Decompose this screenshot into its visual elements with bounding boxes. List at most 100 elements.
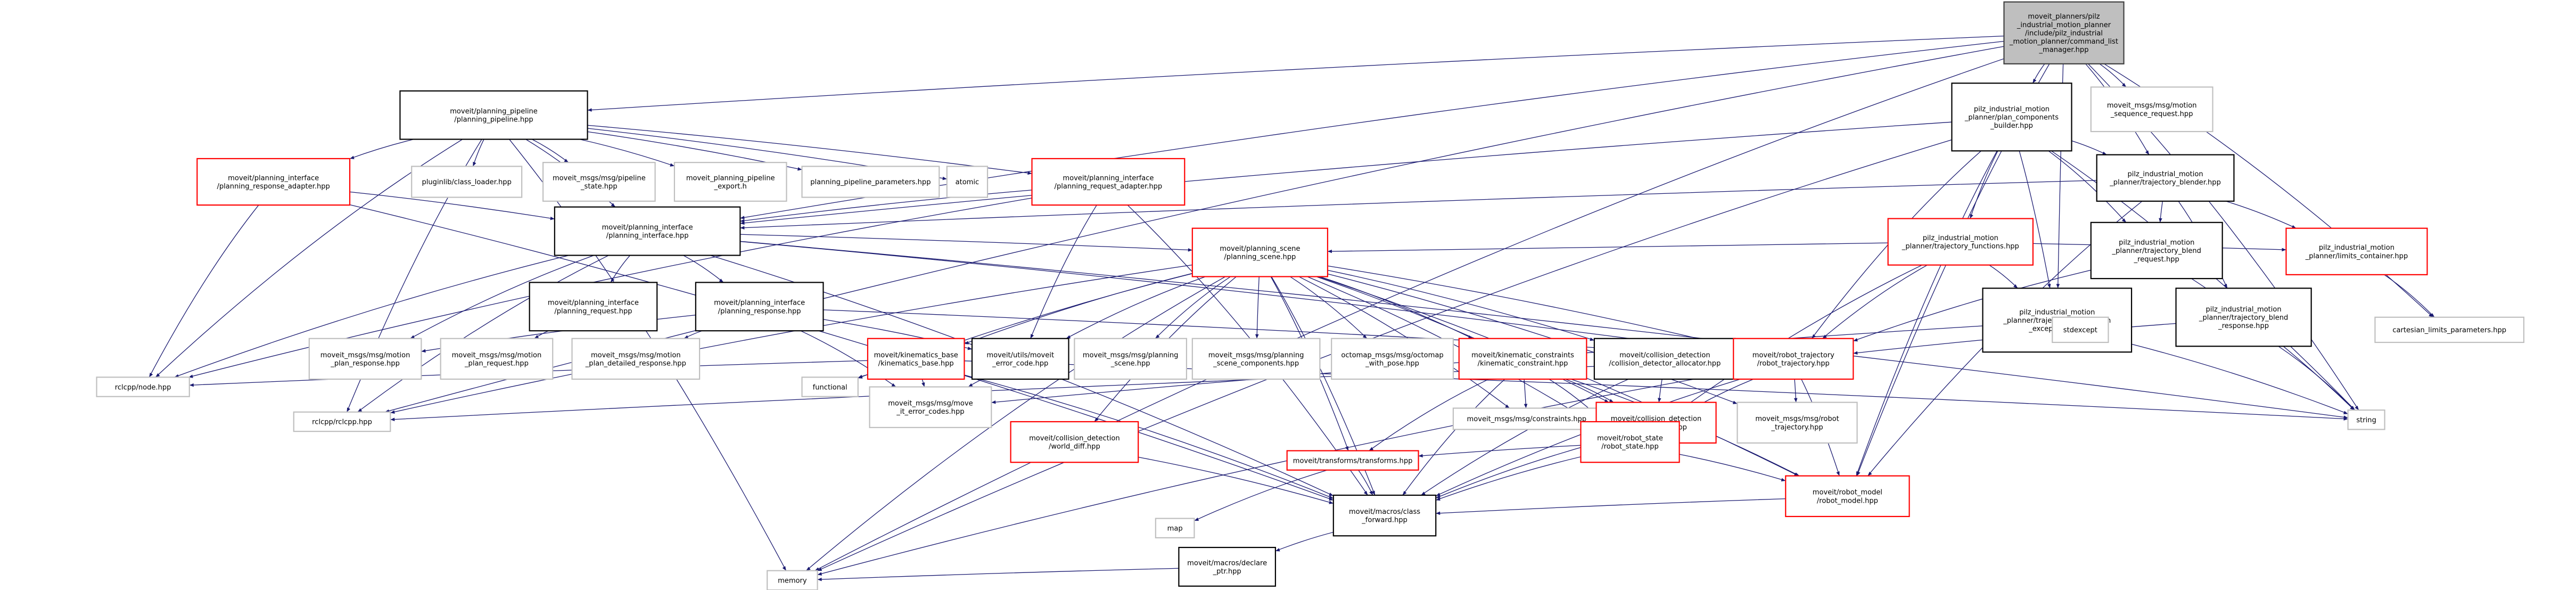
- node-collision-detector-allocator[interactable]: moveit/collision_detection/collision_det…: [1593, 338, 1736, 380]
- node-planning-pipeline[interactable]: moveit/planning_pipeline/planning_pipeli…: [399, 90, 588, 140]
- node-box: [1736, 401, 1858, 444]
- node-label-line: _response.hpp: [2218, 322, 2269, 330]
- node-label-line: moveit/collision_detection: [1029, 435, 1120, 442]
- node-planning-request[interactable]: moveit/planning_interface/planning_reque…: [529, 282, 658, 332]
- node-trajectory-functions[interactable]: pilz_industrial_motion_planner/trajector…: [1887, 218, 2034, 266]
- node-moveit-error-code[interactable]: moveit/utils/moveit_error_code.hpp: [971, 338, 1069, 380]
- edge-response-adapter-to-planning-interface: [349, 191, 555, 219]
- edge-planning-scene-to-collision-env: [1316, 276, 1609, 403]
- arrowhead-icon: [2224, 283, 2227, 289]
- arrowhead-icon: [740, 219, 745, 223]
- arrowhead-icon: [921, 382, 925, 387]
- node-box: [2052, 316, 2109, 343]
- node-label-line: moveit/planning_pipeline: [450, 108, 538, 116]
- node-label-line: /planning_pipeline.hpp: [454, 116, 533, 124]
- arrowhead-icon: [2047, 283, 2051, 289]
- node-label-line: /robot_state.hpp: [1601, 443, 1658, 451]
- node-label-line: _ptr.hpp: [1213, 568, 1241, 576]
- node-transforms[interactable]: moveit/transforms/transforms.hpp: [1286, 450, 1419, 471]
- node-box: [1191, 338, 1321, 380]
- arrowhead-icon: [1345, 446, 1349, 451]
- edge-planning-pipeline-to-request-adapter: [587, 125, 1032, 174]
- node-box: [2374, 316, 2525, 343]
- arrowhead-icon: [740, 226, 745, 230]
- node-planning-interface[interactable]: moveit/planning_interface/planning_inter…: [554, 206, 741, 256]
- arrowhead-icon: [1155, 334, 1160, 339]
- edge-planning-pipeline-to-response-adapter: [349, 138, 414, 159]
- node-msg-planning-scene: moveit_msgs/msg/planning_scene.hpp: [1074, 338, 1188, 380]
- edge-planning-interface-to-rclcpp: [357, 255, 609, 413]
- node-label-line: moveit/kinematics_base: [874, 351, 958, 359]
- arrowhead-icon: [1590, 337, 1594, 341]
- node-label-line: _request.hpp: [2134, 256, 2179, 264]
- node-class-forward[interactable]: moveit/macros/class_forward.hpp: [1332, 494, 1437, 537]
- node-label-line: _scene.hpp: [1110, 359, 1150, 367]
- node-label-line: _planner/trajectory_blender.hpp: [2109, 179, 2221, 187]
- node-stdexcept: stdexcept: [2052, 316, 2109, 343]
- node-label-line: pluginlib/class_loader.hpp: [422, 178, 511, 186]
- edge-planning-pipeline-to-pipeline-export: [579, 138, 675, 167]
- node-robot-state[interactable]: moveit/robot_state/robot_state.hpp: [1580, 421, 1680, 463]
- edge-plan-components-builder-to-memory: [817, 139, 1952, 571]
- node-robot-model[interactable]: moveit/robot_model/robot_model.hpp: [1785, 475, 1910, 518]
- edge-plan-components-builder-to-trajectory-functions: [1970, 151, 1998, 219]
- arrowhead-icon: [2145, 150, 2150, 155]
- arrowhead-icon: [189, 383, 194, 387]
- node-motion-plan-request: moveit_msgs/msg/motion_plan_request.hpp: [440, 338, 554, 380]
- arrowhead-icon: [1027, 171, 1032, 175]
- node-label-line: moveit_msgs/msg/planning: [1208, 351, 1304, 359]
- arrowhead-icon: [1418, 454, 1423, 458]
- arrowhead-icon: [1867, 471, 1872, 476]
- node-trajectory-blend-request[interactable]: pilz_industrial_motion_planner/trajector…: [2090, 222, 2223, 280]
- arrowhead-icon: [473, 161, 476, 167]
- node-label-line: map: [1167, 525, 1183, 532]
- arrowhead-icon: [1094, 417, 1099, 422]
- arrowhead-icon: [1970, 214, 1973, 219]
- node-label-line: _planner/trajectory_functions.hpp: [1902, 243, 2019, 251]
- arrowhead-icon: [390, 410, 395, 414]
- node-world-diff[interactable]: moveit/collision_detection/world_diff.hp…: [1010, 421, 1139, 463]
- node-response-adapter[interactable]: moveit/planning_interface/planning_respo…: [196, 158, 351, 206]
- edge-planning-pipeline-to-class-loader: [472, 139, 484, 167]
- node-label-line: pilz_industrial_motion: [1923, 234, 1998, 242]
- node-planning-response[interactable]: moveit/planning_interface/planning_respo…: [695, 282, 824, 332]
- node-robot-trajectory[interactable]: moveit/robot_trajectory/robot_trajectory…: [1733, 338, 1854, 380]
- node-box: [767, 570, 818, 590]
- node-label-line: atomic: [956, 178, 980, 186]
- node-label-line: /world_diff.hpp: [1049, 443, 1100, 451]
- arrowhead-icon: [858, 374, 863, 379]
- node-kinematic-constraint[interactable]: moveit/kinematic_constraints/kinematic_c…: [1458, 338, 1587, 380]
- node-label-line: rclcpp/rclcpp.hpp: [312, 419, 372, 427]
- node-label-line: _sequence_request.hpp: [2110, 110, 2193, 118]
- node-trajectory-blend-response[interactable]: pilz_industrial_motion_planner/trajector…: [2175, 288, 2312, 347]
- node-box: [1593, 338, 1736, 380]
- node-plan-components-builder[interactable]: pilz_industrial_motion_planner/plan_comp…: [1951, 83, 2072, 152]
- node-declare-ptr[interactable]: moveit/macros/declare_ptr.hpp: [1178, 546, 1276, 587]
- node-label-line: _motion_planner/command_list: [2009, 38, 2118, 46]
- edge-plan-components-builder-to-trajectory-generation-exceptions: [2019, 151, 2051, 289]
- node-kinematics-base[interactable]: moveit/kinematics_base/kinematics_base.h…: [867, 338, 965, 380]
- node-label-line: pilz_industrial_motion: [2319, 244, 2394, 252]
- arrowhead-icon: [740, 216, 745, 219]
- node-trajectory-blender[interactable]: pilz_industrial_motion_planner/trajector…: [2096, 154, 2235, 202]
- edge-response-adapter-to-rclcpp-node: [149, 204, 259, 378]
- node-limits-container[interactable]: pilz_industrial_motion_planner/limits_co…: [2285, 227, 2428, 275]
- node-label-line: pilz_industrial_motion: [2127, 170, 2203, 178]
- arrowhead-icon: [1329, 501, 1334, 504]
- arrowhead-icon: [149, 372, 153, 378]
- node-pipeline-state: moveit_msgs/msg/pipeline_state.hpp: [542, 162, 656, 202]
- node-root[interactable]: moveit_planners/pilz_industrial_motion_p…: [2003, 1, 2125, 64]
- node-label-line: moveit_msgs/msg/robot: [1755, 415, 1839, 423]
- node-planning-scene[interactable]: moveit/planning_scene/planning_scene.hpp: [1191, 227, 1329, 277]
- node-move-it-error-codes: moveit_msgs/msg/move_it_error_codes.hpp: [869, 386, 992, 428]
- arrowhead-icon: [1421, 491, 1426, 495]
- node-request-adapter[interactable]: moveit/planning_interface/planning_reque…: [1031, 158, 1186, 206]
- node-label-line: moveit/planning_interface: [548, 299, 639, 307]
- node-label-line: pilz_industrial_motion: [2206, 306, 2282, 314]
- node-box: [1458, 338, 1587, 380]
- node-pipeline-export: moveit_planning_pipeline_export.h: [673, 162, 787, 202]
- node-label-line: moveit_msgs/msg/planning: [1083, 351, 1179, 359]
- node-label-line: moveit_msgs/msg/constraints.hpp: [1467, 415, 1587, 423]
- edge-robot-state-to-transforms: [1418, 445, 1581, 457]
- arrowhead-icon: [2282, 248, 2286, 252]
